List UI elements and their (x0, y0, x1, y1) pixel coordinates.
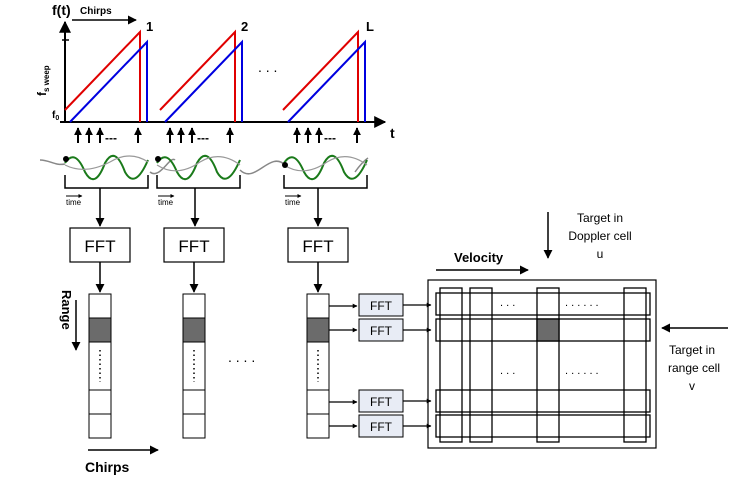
doppler-fft-1-label: FFT (370, 299, 393, 313)
fsweep-label: fs weep (35, 65, 51, 96)
map-dots-top-2: . . . . . . (565, 297, 599, 309)
beat-sine-3 (283, 154, 368, 181)
time-label-1: time (66, 198, 82, 207)
sampling-dashes-2: --- (197, 131, 209, 145)
map-dots-mid-2: . . . . . . (565, 365, 599, 377)
range-column-2 (182, 293, 206, 439)
doppler-fft-stage: FFT FFT FFT FFT (329, 293, 432, 438)
doppler-fft-3-label: FFT (370, 395, 393, 409)
chirp-2-rx (164, 39, 243, 123)
target-range-line-2: range cell (668, 361, 720, 375)
plot-x-label: t (390, 125, 395, 141)
range-column-L (306, 293, 330, 439)
annotations: Target in Doppler cell u Target in range… (543, 211, 728, 393)
sampling-dashes-1: --- (105, 131, 117, 145)
range-doppler-map: Velocity . . . . . . . . . . . . . . . .… (427, 250, 657, 449)
fsweep-sub: s weep (42, 65, 51, 92)
chirp-plot: f(t) t Chirps fs weep f0 1 2 L . . . (35, 2, 395, 141)
target-range-line-1: Target in (669, 343, 715, 357)
fft-box-1-label: FFT (84, 237, 115, 256)
velocity-label: Velocity (454, 250, 504, 265)
target-range-line-3: v (689, 379, 695, 393)
doppler-fft-2-label: FFT (370, 324, 393, 338)
beat-signals: time time time (39, 154, 369, 207)
chirp-number-L: L (366, 19, 374, 34)
doppler-fft-4-label: FFT (370, 420, 393, 434)
plot-dots: . . . (258, 59, 277, 75)
chirp-2-tx (159, 29, 236, 122)
target-cell (536, 318, 560, 342)
f0-label: f0 (52, 110, 59, 122)
chirp-L-rx (287, 39, 366, 123)
columns-dots: . . . . (228, 349, 255, 365)
f0-sub: 0 (55, 115, 59, 122)
chirp-number-1: 1 (146, 19, 153, 34)
target-doppler-line-2: Doppler cell (568, 229, 631, 243)
map-outer-frame (427, 279, 657, 449)
time-label-3: time (285, 198, 301, 207)
time-label-2: time (158, 198, 174, 207)
sampling-dashes-3: --- (324, 131, 336, 145)
fft-box-1 (69, 227, 131, 263)
range-matrix: Range . . . . Chirps (59, 290, 330, 475)
map-dots-top-1: . . . (500, 297, 515, 309)
fsweep-main: f (35, 91, 49, 96)
plot-chirps-label: Chirps (80, 6, 112, 17)
chirp-1-rx (69, 39, 148, 123)
chirp-1-tx (64, 29, 141, 122)
chirps-axis-label: Chirps (85, 459, 130, 475)
chirp-number-2: 2 (241, 19, 248, 34)
envelope-wave (39, 157, 369, 175)
fft-box-3-label: FFT (302, 237, 333, 256)
target-doppler-line-1: Target in (577, 211, 623, 225)
range-axis-label: Range (59, 290, 74, 330)
fft-box-3 (287, 227, 349, 263)
fft-box-2 (163, 227, 225, 263)
sampling-arrows: --- --- --- (74, 127, 361, 145)
target-doppler-line-3: u (597, 247, 604, 261)
map-dots-mid-1: . . . (500, 365, 515, 377)
beat-sine-2 (156, 154, 241, 181)
plot-y-label: f(t) (52, 2, 71, 18)
chirp-L-tx (282, 29, 359, 122)
fft-box-2-label: FFT (178, 237, 209, 256)
f0-main: f (52, 110, 56, 121)
range-fft-stage: FFT FFT FFT (69, 188, 349, 293)
range-column-1 (88, 293, 112, 439)
beat-sine-1 (64, 154, 149, 181)
